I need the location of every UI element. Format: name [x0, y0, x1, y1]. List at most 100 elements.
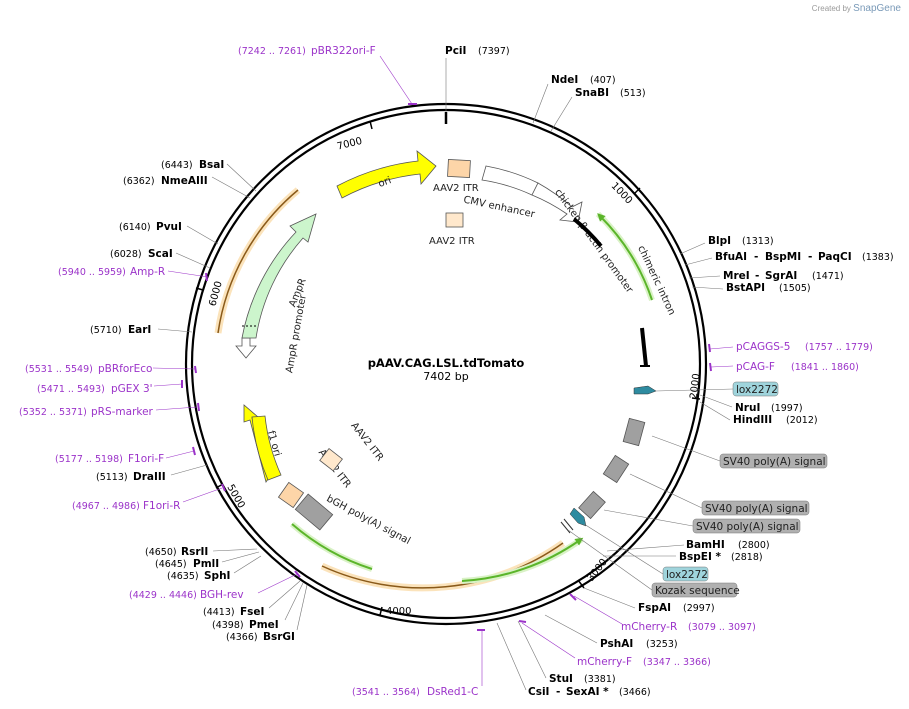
enzyme-sexai[interactable]: SexAI * [566, 686, 609, 698]
tick-6000 [195, 287, 204, 291]
enzyme-stui[interactable]: StuI [549, 673, 573, 685]
enzyme-nrui[interactable]: NruI [735, 402, 760, 414]
enzyme-scai[interactable]: ScaI [148, 248, 173, 260]
primer-f1ori-r[interactable]: F1ori-R [143, 500, 180, 512]
enzyme-sites: PciI (7397) NdeI (407) SnaBI (513) BlpI … [90, 45, 894, 698]
primer-mcherry-r[interactable]: mCherry-R [621, 621, 677, 633]
enzyme-bsrgi[interactable]: BsrGI [263, 631, 295, 643]
enzyme-eari[interactable]: EarI [128, 324, 151, 336]
enzyme-pmei-pos: (4398) [212, 620, 244, 631]
aav2-itr-label-inner: AAV2 ITR [429, 236, 475, 247]
sv40-polya-box-2 [602, 454, 630, 484]
kozak-mark-2 [560, 521, 571, 534]
enzyme-bsai[interactable]: BsaI [199, 159, 224, 171]
enzyme-nmeaiii-pos: (6362) [123, 176, 155, 187]
enzyme-rsrii[interactable]: RsrII [181, 546, 208, 558]
primer-pcag-f-leader [710, 365, 734, 368]
enzyme-snabi-pos: (513) [620, 88, 646, 99]
tick-4000 [379, 606, 383, 616]
enzyme-csii-pos: (3466) [619, 687, 651, 698]
enzyme-bspmi[interactable]: BspMI [765, 251, 801, 263]
primer-amp-r[interactable]: Amp-R [130, 266, 165, 278]
primer-pcaggs-5-leader [709, 346, 734, 350]
primer-mcherry-f-mark [518, 620, 527, 623]
enzyme-pmei[interactable]: PmeI [249, 619, 279, 631]
enzyme-bamhi-leader [606, 544, 685, 552]
enzyme-ndei-leader [532, 83, 549, 124]
enzyme-fsei-leader [268, 580, 301, 609]
primer-bgh-rev[interactable]: BGH-rev [200, 589, 244, 601]
snapgene-branding: Created by SnapGene [812, 3, 901, 14]
enzyme-bfuai-sep2: - [808, 251, 812, 263]
box-lox2272-2: lox2272 [666, 569, 708, 581]
box-sv40-1: SV40 poly(A) signal [723, 456, 826, 468]
enzyme-hindiii-leader [699, 401, 731, 421]
primer-pbrforeco[interactable]: pBRforEco [98, 363, 152, 375]
primer-bgh-rev-mark [294, 570, 301, 578]
enzyme-snabi[interactable]: SnaBI [575, 87, 609, 99]
green-cds-line-bottom-2 [461, 537, 584, 582]
primer-dsred1-c[interactable]: DsRed1-C [427, 686, 478, 698]
enzyme-bamhi-pos: (2800) [738, 540, 770, 551]
enzyme-paqci[interactable]: PaqCI [818, 251, 852, 263]
primer-pbr322ori-f[interactable]: pBR322ori-F [311, 45, 376, 57]
primer-pbrforeco-range: (5531 .. 5549) [25, 364, 93, 375]
primer-mcherry-f[interactable]: mCherry-F [577, 656, 632, 668]
primer-pgex3[interactable]: pGEX 3' [111, 383, 153, 395]
lox2272-arrow-2 [569, 507, 587, 527]
aav2-itr-box-bottom [277, 481, 305, 509]
primer-f1ori-f[interactable]: F1ori-F [128, 453, 164, 465]
enzyme-pvui[interactable]: PvuI [156, 221, 182, 233]
enzyme-bstapi-pos: (1505) [779, 283, 811, 294]
enzyme-blpi-leader [679, 242, 706, 255]
enzyme-bstapi[interactable]: BstAPI [726, 282, 765, 294]
tick-3000 [577, 579, 585, 589]
enzyme-ndei[interactable]: NdeI [551, 74, 578, 86]
green-cds-line-top [597, 213, 653, 301]
primer-f1ori-f-range: (5177 .. 5198) [55, 454, 123, 465]
enzyme-nmeaiii-leader [211, 176, 251, 199]
enzyme-hindiii-pos: (2012) [786, 415, 818, 426]
enzyme-sphi[interactable]: SphI [204, 570, 230, 582]
orange-line-left [217, 189, 299, 334]
enzyme-pmei-leader [284, 582, 304, 621]
enzyme-blpi[interactable]: BlpI [708, 235, 731, 247]
enzyme-bsrgi-leader [296, 584, 308, 631]
box-sv40-1-leader [651, 435, 721, 462]
enzyme-csii-leader [496, 622, 527, 691]
enzyme-bamhi[interactable]: BamHI [686, 539, 725, 551]
primer-pbrforeco-mark [194, 365, 197, 374]
primer-f1ori-f-leader [165, 450, 195, 459]
enzyme-stui-pos: (3381) [584, 674, 616, 685]
box-sv40-3: SV40 poly(A) signal [696, 521, 799, 533]
enzyme-mrei[interactable]: MreI [723, 270, 750, 282]
enzyme-bfuai[interactable]: BfuAI [715, 251, 747, 263]
primer-pcag-f[interactable]: pCAG-F [736, 361, 775, 373]
kozak-mark-1 [563, 518, 574, 531]
primer-sites: (7242 .. 7261) pBR322ori-F pCAGGS-5 (175… [19, 45, 873, 698]
enzyme-bfuai-sep1: - [754, 251, 758, 263]
enzyme-blpi-pos: (1313) [742, 236, 774, 247]
enzyme-bspei[interactable]: BspEI * [679, 551, 722, 563]
primer-prs-marker[interactable]: pRS-marker [91, 406, 154, 418]
enzyme-fsei[interactable]: FseI [240, 606, 264, 618]
enzyme-nmeaiii[interactable]: NmeAIII [161, 175, 208, 187]
enzyme-mrei-pos: (1471) [812, 271, 844, 282]
enzyme-csii[interactable]: CsiI [528, 686, 549, 698]
boxed-labels: lox2272 SV40 poly(A) signal SV40 poly(A)… [567, 381, 828, 598]
enzyme-pshai[interactable]: PshAI [600, 638, 633, 650]
primer-mcherry-r-leader [573, 595, 623, 625]
enzyme-pmli[interactable]: PmlI [193, 558, 219, 570]
enzyme-sphi-pos: (4635) [167, 571, 199, 582]
enzyme-fspai[interactable]: FspAI [638, 602, 671, 614]
enzyme-sgrai[interactable]: SgrAI [765, 270, 797, 282]
box-kozak-leader [567, 529, 653, 591]
enzyme-pcii[interactable]: PciI [445, 45, 466, 57]
primer-mcherry-r-range: (3079 .. 3097) [688, 622, 756, 633]
enzyme-fsei-pos: (4413) [203, 607, 235, 618]
enzyme-draiii[interactable]: DraIII [133, 471, 166, 483]
enzyme-hindiii[interactable]: HindIII [733, 414, 772, 426]
primer-pcaggs-5[interactable]: pCAGGS-5 [736, 341, 790, 353]
enzyme-pvui-leader [186, 225, 219, 245]
